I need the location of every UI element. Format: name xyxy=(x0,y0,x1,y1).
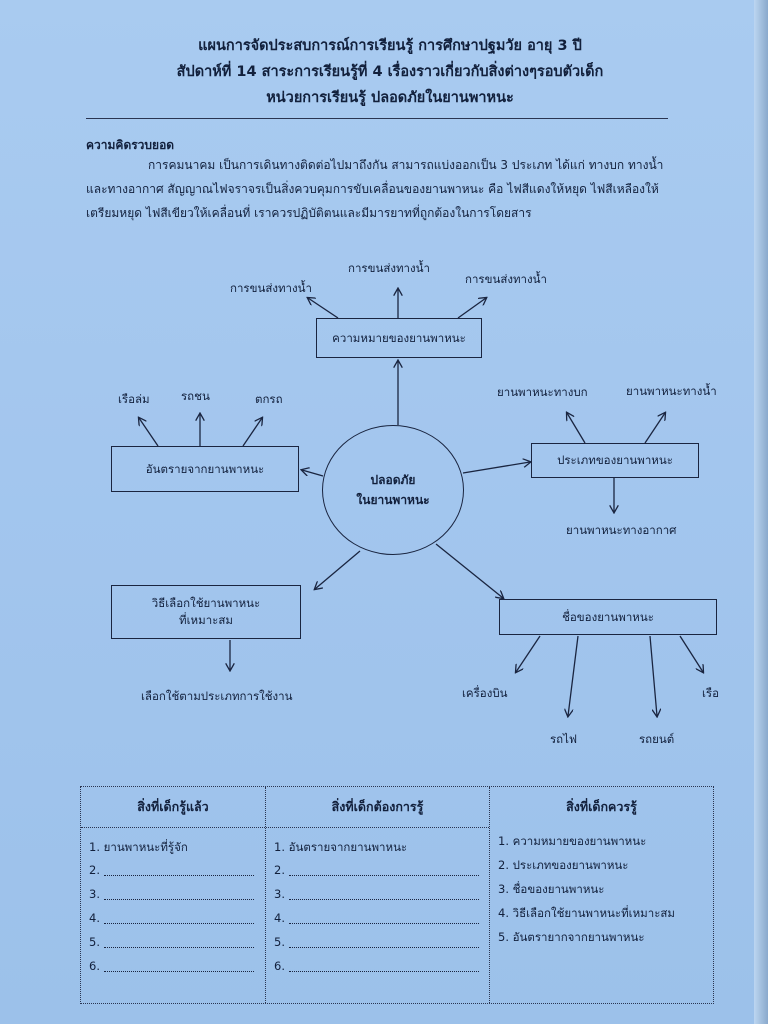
types-box: ประเภทของยานพาหนะ xyxy=(531,443,699,478)
want-item-2: 2. xyxy=(274,863,479,877)
column-known-title: สิ่งที่เด็กรู้แล้ว xyxy=(137,799,209,814)
danger-child-1: เรือล่ม xyxy=(118,392,150,406)
known-item-5: 5. xyxy=(89,935,254,949)
unit-title: หน่วยการเรียนรู้ ปลอดภัยในยานพาหนะ xyxy=(266,90,514,106)
column-should: สิ่งที่เด็กควรรู้ 1. ความหมายของยานพาหนะ… xyxy=(489,787,713,1003)
week-subtitle: สัปดาห์ที่ 14 สาระการเรียนรู้ที่ 4 เรื่อ… xyxy=(176,64,604,80)
choose-label-line-2: ที่เหมาะสม xyxy=(179,613,233,627)
types-child-1: ยานพาหนะทางบก xyxy=(497,385,588,399)
names-box: ชื่อของยานพาหนะ xyxy=(499,599,717,635)
fill-in-line xyxy=(288,875,479,876)
knowledge-table: สิ่งที่เด็กรู้แล้ว 1. ยานพาหนะที่รู้จัก … xyxy=(80,786,714,1004)
want-item-2-number: 2. xyxy=(274,863,285,877)
fill-in-line xyxy=(288,899,479,900)
want-item-3: 3. xyxy=(274,887,479,901)
choose-box: วิธีเลือกใช้ยานพาหนะ ที่เหมาะสม xyxy=(111,585,301,639)
column-should-title: สิ่งที่เด็กควรรู้ xyxy=(566,799,637,814)
concept-line-3: เตรียมหยุด ไฟสีเขียวให้เคลื่อนที่ เราควร… xyxy=(86,206,532,220)
arrow-to-names xyxy=(435,543,503,598)
danger-label: อันตรายจากยานพาหนะ xyxy=(145,461,265,476)
plan-title: แผนการจัดประสบการณ์การเรียนรู้ การศึกษาป… xyxy=(198,38,582,54)
names-child-1: เครื่องบิน xyxy=(462,686,508,700)
concept-line-1: การคมนาคม เป็นการเดินทางติดต่อไปมาถึงกัน… xyxy=(148,158,664,172)
known-item-4-number: 4. xyxy=(89,911,100,925)
arrow-meaning-child-1 xyxy=(308,298,339,319)
fill-in-line xyxy=(288,923,479,924)
known-item-1: 1. ยานพาหนะที่รู้จัก xyxy=(89,840,188,854)
danger-child-3: ตกรถ xyxy=(255,392,283,406)
column-want-title: สิ่งที่เด็กต้องการรู้ xyxy=(331,799,424,814)
want-item-6: 6. xyxy=(274,959,479,973)
arrow-to-choose xyxy=(315,550,361,589)
want-item-4-number: 4. xyxy=(274,911,285,925)
names-child-4: เรือ xyxy=(702,686,720,700)
concept-line-2: และทางอากาศ สัญญาณไฟจราจรเป็นสิ่งควบคุมก… xyxy=(86,182,659,196)
known-item-2-number: 2. xyxy=(89,863,100,877)
paper-edge xyxy=(754,0,768,1024)
fill-in-line xyxy=(288,947,479,948)
arrow-names-child-4 xyxy=(679,635,703,672)
column-divider xyxy=(81,827,265,828)
types-label: ประเภทของยานพาหนะ xyxy=(557,453,673,467)
arrow-meaning-child-3 xyxy=(457,298,486,319)
meaning-child-2: การขนส่งทางน้ำ xyxy=(348,261,430,275)
fill-in-line xyxy=(103,971,254,972)
danger-child-2: รถชน xyxy=(181,389,210,403)
choose-label-line-1: วิธีเลือกใช้ยานพาหนะ xyxy=(151,596,261,610)
fill-in-line xyxy=(103,899,254,900)
want-item-4: 4. xyxy=(274,911,479,925)
arrow-to-types xyxy=(462,462,530,474)
want-item-5-number: 5. xyxy=(274,935,285,949)
known-item-6-number: 6. xyxy=(89,959,100,973)
central-topic: ปลอดภัย ในยานพาหนะ xyxy=(322,425,464,555)
types-child-2: ยานพาหนะทางน้ำ xyxy=(626,384,717,398)
meaning-label: ความหมายของยานพาหนะ xyxy=(332,330,466,345)
header-divider xyxy=(86,118,668,119)
known-item-3-number: 3. xyxy=(89,887,100,901)
should-item-5: 5. อันตรายากจากยานพาหนะ xyxy=(498,930,645,944)
want-item-3-number: 3. xyxy=(274,887,285,901)
known-item-3: 3. xyxy=(89,887,254,901)
arrow-danger-child-1 xyxy=(139,418,159,447)
column-known: สิ่งที่เด็กรู้แล้ว 1. ยานพาหนะที่รู้จัก … xyxy=(81,787,265,1003)
want-item-5: 5. xyxy=(274,935,479,949)
known-item-4: 4. xyxy=(89,911,254,925)
danger-box: อันตรายจากยานพาหนะ xyxy=(111,446,299,492)
should-item-3: 3. ชื่อของยานพาหนะ xyxy=(498,882,605,896)
fill-in-line xyxy=(103,875,254,876)
should-item-1: 1. ความหมายของยานพาหนะ xyxy=(498,834,647,848)
central-topic-line-1: ปลอดภัย xyxy=(370,473,416,487)
column-want: สิ่งที่เด็กต้องการรู้ 1. อันตรายจากยานพา… xyxy=(265,787,489,1003)
known-item-2: 2. xyxy=(89,863,254,877)
known-item-6: 6. xyxy=(89,959,254,973)
column-divider xyxy=(266,827,489,828)
names-child-3: รถยนต์ xyxy=(639,732,675,746)
meaning-child-1: การขนส่งทางน้ำ xyxy=(230,281,312,295)
fill-in-line xyxy=(288,971,479,972)
types-child-3: ยานพาหนะทางอากาศ xyxy=(566,523,677,537)
fill-in-line xyxy=(103,923,254,924)
choose-child: เลือกใช้ตามประเภทการใช้งาน xyxy=(141,689,293,703)
arrow-names-child-1 xyxy=(516,635,541,672)
arrow-types-child-2 xyxy=(644,413,665,444)
arrow-to-danger xyxy=(302,470,324,477)
want-item-1: 1. อันตรายจากยานพาหนะ xyxy=(274,840,408,854)
names-label: ชื่อของยานพาหนะ xyxy=(562,609,654,624)
fill-in-line xyxy=(103,947,254,948)
should-item-2: 2. ประเภทของยานพาหนะ xyxy=(498,858,629,872)
arrow-names-child-2 xyxy=(568,635,579,716)
arrow-names-child-3 xyxy=(649,635,657,716)
arrow-danger-child-3 xyxy=(242,418,262,447)
names-child-2: รถไฟ xyxy=(550,732,578,746)
meaning-child-3: การขนส่งทางน้ำ xyxy=(465,272,547,286)
should-item-4: 4. วิธีเลือกใช้ยานพาหนะที่เหมาะสม xyxy=(498,906,675,920)
meaning-box: ความหมายของยานพาหนะ xyxy=(316,318,482,358)
known-item-5-number: 5. xyxy=(89,935,100,949)
arrow-types-child-1 xyxy=(567,413,586,444)
want-item-6-number: 6. xyxy=(274,959,285,973)
concept-heading: ความคิดรวบยอด xyxy=(86,138,175,152)
central-topic-line-2: ในยานพาหนะ xyxy=(356,493,430,507)
